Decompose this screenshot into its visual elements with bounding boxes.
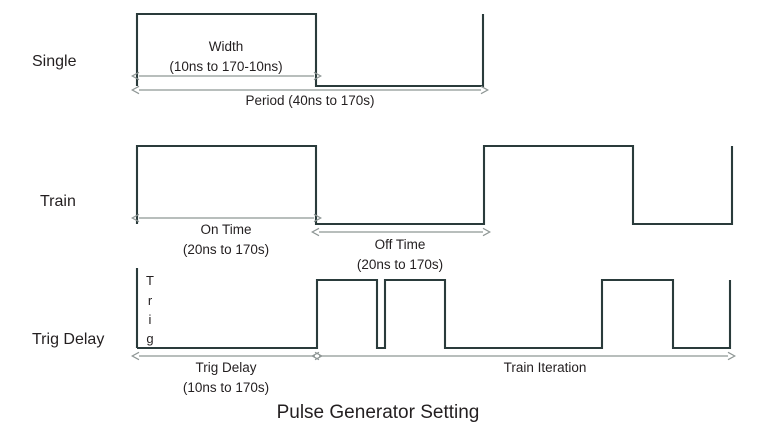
dimension-label-trig-delay-line1: Trig Delay	[195, 360, 256, 375]
trig-axis-letter-t: T	[146, 273, 154, 288]
row-label-trig-delay: Trig Delay	[32, 331, 104, 348]
dimension-label-width-line2: (10ns to 170-10ns)	[169, 59, 282, 74]
waveform-single	[135, 12, 485, 88]
row-label-train: Train	[40, 193, 76, 210]
figure-title: Pulse Generator Setting	[277, 402, 480, 423]
trig-axis-letter-r: r	[148, 293, 153, 308]
dimension-label-off-time-line1: Off Time	[375, 237, 426, 252]
waveform-trig-delay	[137, 278, 732, 350]
dimension-label-width-line1: Width	[209, 39, 244, 54]
dimension-label-trig-delay-line2: (10ns to 170s)	[183, 380, 269, 395]
waveform-train	[135, 144, 734, 226]
dimension-label-on-time-line1: On Time	[200, 222, 251, 237]
dimension-label-on-time-line2: (20ns to 170s)	[183, 242, 269, 257]
row-label-single: Single	[32, 53, 77, 70]
dimension-label-off-time-line2: (20ns to 170s)	[357, 257, 443, 272]
dimension-label-period: Period (40ns to 170s)	[245, 93, 374, 108]
trig-axis-letter-g: g	[146, 331, 153, 346]
trig-axis-letter-i: i	[149, 312, 152, 327]
dimension-label-train-iteration: Train Iteration	[504, 360, 587, 375]
